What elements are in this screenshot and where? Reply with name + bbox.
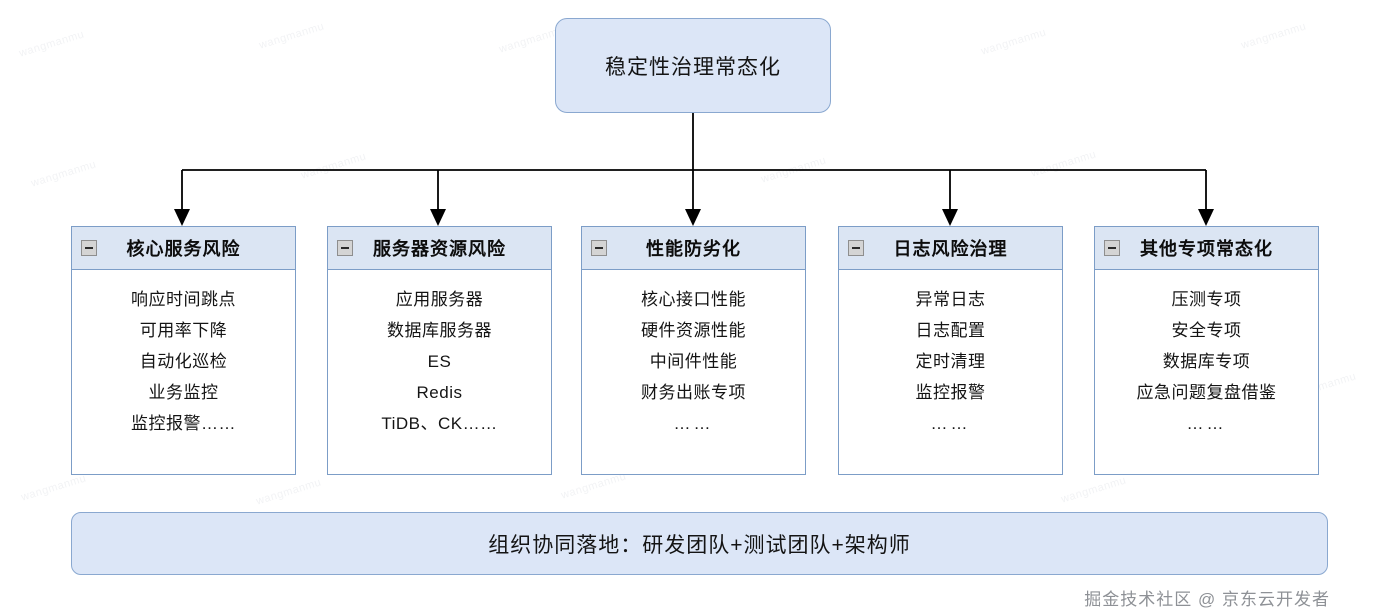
list-item: ……	[673, 414, 714, 433]
column-header-5[interactable]: 其他专项常态化	[1095, 227, 1318, 270]
column-card-2[interactable]: 服务器资源风险 应用服务器 数据库服务器 ES Redis TiDB、CK……	[327, 226, 552, 475]
column-card-4[interactable]: 日志风险治理 异常日志 日志配置 定时清理 监控报警 ……	[838, 226, 1063, 475]
list-item: 核心接口性能	[641, 290, 746, 309]
column-body-1: 响应时间跳点 可用率下降 自动化巡检 业务监控 监控报警……	[72, 270, 295, 474]
list-item: 压测专项	[1171, 290, 1242, 309]
list-item: ……	[930, 414, 971, 433]
column-header-3[interactable]: 性能防劣化	[582, 227, 805, 270]
list-item: 响应时间跳点	[131, 290, 236, 309]
minus-icon[interactable]	[1104, 240, 1120, 256]
list-item: 业务监控	[148, 383, 219, 402]
minus-glyph	[852, 247, 860, 249]
minus-glyph	[1108, 247, 1116, 249]
list-item: 应急问题复盘借鉴	[1136, 383, 1277, 402]
column-body-2: 应用服务器 数据库服务器 ES Redis TiDB、CK……	[328, 270, 551, 474]
list-item: 自动化巡检	[139, 352, 228, 371]
minus-icon[interactable]	[337, 240, 353, 256]
list-item: ……	[1186, 414, 1227, 433]
minus-glyph	[341, 247, 349, 249]
footer-node-label: 组织协同落地：研发团队+测试团队+架构师	[488, 533, 911, 557]
column-title-1: 核心服务风险	[126, 239, 241, 259]
minus-glyph	[85, 247, 93, 249]
column-header-1[interactable]: 核心服务风险	[72, 227, 295, 270]
list-item: 异常日志	[915, 290, 986, 309]
column-card-3[interactable]: 性能防劣化 核心接口性能 硬件资源性能 中间件性能 财务出账专项 ……	[581, 226, 806, 475]
list-item: ES	[427, 352, 452, 371]
list-item: 数据库专项	[1162, 352, 1251, 371]
list-item: Redis	[416, 383, 463, 402]
minus-icon[interactable]	[591, 240, 607, 256]
column-body-3: 核心接口性能 硬件资源性能 中间件性能 财务出账专项 ……	[582, 270, 805, 474]
minus-icon[interactable]	[81, 240, 97, 256]
root-node[interactable]: 稳定性治理常态化	[555, 18, 831, 113]
list-item: TiDB、CK……	[381, 414, 498, 433]
column-title-4: 日志风险治理	[893, 239, 1008, 259]
column-title-2: 服务器资源风险	[373, 239, 506, 259]
corner-watermark: 掘金技术社区 @ 京东云开发者	[1084, 590, 1330, 609]
column-body-4: 异常日志 日志配置 定时清理 监控报警 ……	[839, 270, 1062, 474]
list-item: 财务出账专项	[641, 383, 746, 402]
list-item: 日志配置	[915, 321, 986, 340]
list-item: 应用服务器	[395, 290, 484, 309]
column-card-1[interactable]: 核心服务风险 响应时间跳点 可用率下降 自动化巡检 业务监控 监控报警……	[71, 226, 296, 475]
column-body-5: 压测专项 安全专项 数据库专项 应急问题复盘借鉴 ……	[1095, 270, 1318, 474]
column-header-2[interactable]: 服务器资源风险	[328, 227, 551, 270]
root-node-label: 稳定性治理常态化	[605, 55, 781, 79]
list-item: 安全专项	[1171, 321, 1242, 340]
column-header-4[interactable]: 日志风险治理	[839, 227, 1062, 270]
column-title-5: 其他专项常态化	[1140, 239, 1273, 259]
list-item: 硬件资源性能	[641, 321, 746, 340]
list-item: 中间件性能	[649, 352, 738, 371]
minus-glyph	[595, 247, 603, 249]
column-title-3: 性能防劣化	[646, 239, 741, 259]
list-item: 可用率下降	[139, 321, 228, 340]
list-item: 数据库服务器	[387, 321, 492, 340]
footer-node[interactable]: 组织协同落地：研发团队+测试团队+架构师	[71, 512, 1328, 575]
minus-icon[interactable]	[848, 240, 864, 256]
column-card-5[interactable]: 其他专项常态化 压测专项 安全专项 数据库专项 应急问题复盘借鉴 ……	[1094, 226, 1319, 475]
list-item: 定时清理	[915, 352, 986, 371]
list-item: 监控报警……	[131, 414, 236, 433]
list-item: 监控报警	[915, 383, 986, 402]
